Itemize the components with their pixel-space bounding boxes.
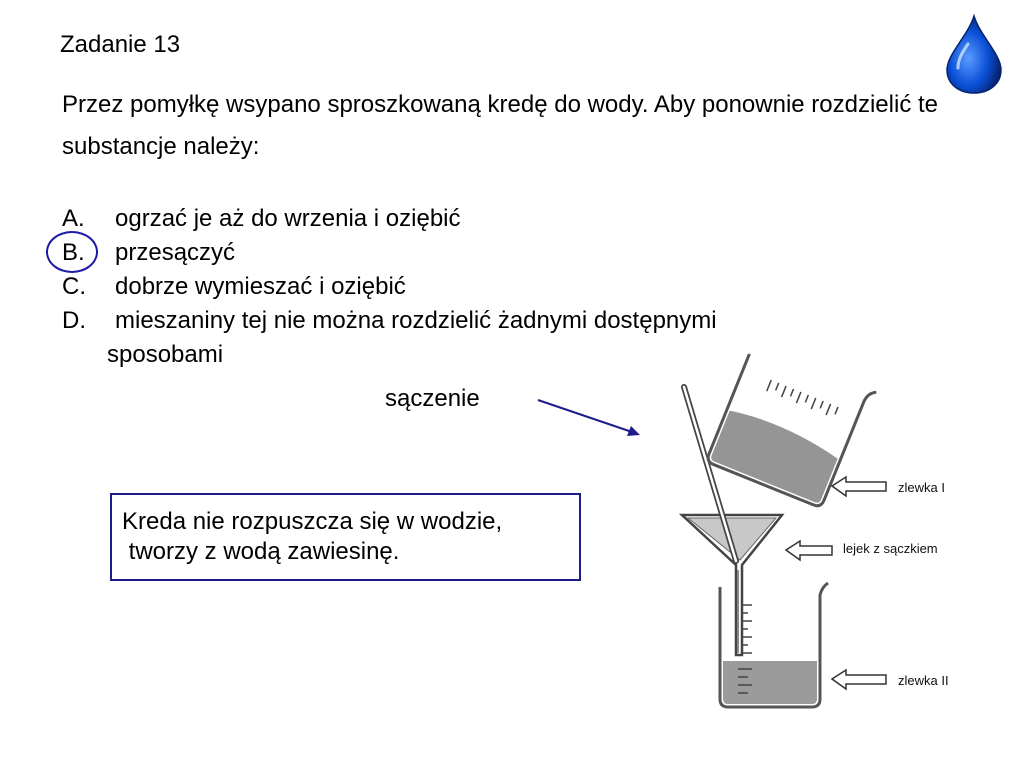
selected-answer-circle xyxy=(46,231,98,273)
answer-c[interactable]: C. dobrze wymieszać i oziębić xyxy=(62,270,882,304)
answer-letter: C. xyxy=(62,273,86,300)
note-line: tworzy z wodą zawiesinę. xyxy=(122,538,400,565)
arrow-beaker-bottom xyxy=(830,668,887,691)
note-line: Kreda nie rozpuszcza się w wodzie, xyxy=(122,508,503,535)
answers-list: A. ogrzać je aż do wrzenia i oziębić B. … xyxy=(46,202,882,368)
filtration-diagram xyxy=(678,353,887,709)
answer-letter: B. xyxy=(62,239,85,266)
answer-text: mieszaniny tej nie można rozdzielić żadn… xyxy=(115,307,717,334)
label-beaker-bottom: zlewka II xyxy=(898,673,949,688)
label-beaker-top: zlewka I xyxy=(898,480,945,495)
label-funnel: lejek z sączkiem xyxy=(843,541,938,556)
answer-text: dobrze wymieszać i oziębić xyxy=(115,273,406,300)
answer-b[interactable]: B. przesączyć xyxy=(46,231,882,273)
note-box: Kreda nie rozpuszcza się w wodzie, tworz… xyxy=(110,493,581,581)
answer-letter: A. xyxy=(62,205,85,232)
funnel xyxy=(678,513,785,657)
glass-rod xyxy=(681,384,739,564)
answer-text: przesączyć xyxy=(115,239,236,266)
answer-a[interactable]: A. ogrzać je aż do wrzenia i oziębić xyxy=(62,202,882,236)
answer-letter: D. xyxy=(62,307,86,334)
arrow-funnel xyxy=(784,539,833,562)
pointer-arrow xyxy=(537,399,640,436)
beaker-top xyxy=(706,353,877,508)
answer-text-continuation: sposobami xyxy=(107,341,224,368)
method-label: sączenie xyxy=(385,385,480,412)
answer-d[interactable]: D. mieszaniny tej nie można rozdzielić ż… xyxy=(62,304,882,368)
question-text: Przez pomyłkę wsypano sproszkowaną kredę… xyxy=(62,91,938,160)
task-title: Zadanie 13 xyxy=(60,31,181,58)
arrow-beaker-top xyxy=(830,475,887,498)
water-drop-icon xyxy=(946,13,1002,94)
answer-text: ogrzać je aż do wrzenia i oziębić xyxy=(115,205,461,232)
